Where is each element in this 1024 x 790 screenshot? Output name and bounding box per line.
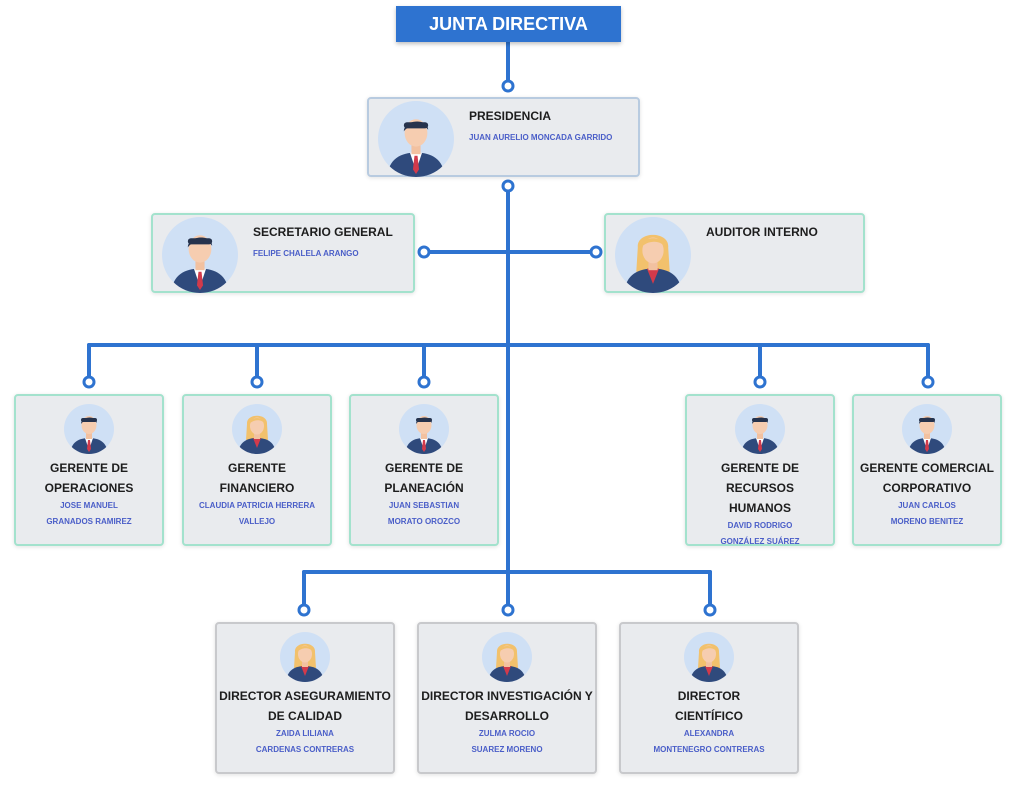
manager-card-finance: GERENTE FINANCIERO CLAUDIA PATRICIA HERRE… bbox=[182, 394, 332, 546]
director-title-line2: DE CALIDAD bbox=[268, 709, 342, 723]
secretary-node: SECRETARIO GENERAL FELIPE CHALELA ARANGO bbox=[151, 213, 415, 293]
man-avatar-icon bbox=[162, 217, 238, 293]
director-title-line2: CIENTÍFICO bbox=[675, 709, 743, 723]
manager-card-operations: GERENTE DE OPERACIONES JOSE MANUEL GRANADO… bbox=[14, 394, 164, 546]
man-avatar-icon bbox=[735, 404, 785, 454]
woman-avatar-icon bbox=[482, 632, 532, 682]
woman-avatar-icon bbox=[615, 217, 691, 293]
manager-name-line2: GONZÁLEZ SUÁREZ bbox=[720, 537, 800, 546]
director-card-scientific: DIRECTOR CIENTÍFICO ALEXANDRA MONTENEGRO C… bbox=[619, 622, 799, 774]
auditor-title: AUDITOR INTERNO bbox=[706, 225, 818, 239]
manager-name-line1: JUAN SEBASTIAN bbox=[388, 501, 460, 510]
man-avatar-icon bbox=[64, 404, 114, 454]
manager-card-planning: GERENTE DE PLANEACIÓN JUAN SEBASTIAN MORAT… bbox=[349, 394, 499, 546]
manager-title-line2: PLANEACIÓN bbox=[384, 481, 464, 495]
manager-title-line2: CORPORATIVO bbox=[882, 481, 972, 495]
director-title-line2: DESARROLLO bbox=[465, 709, 549, 723]
manager-title-line1: GERENTE COMERCIAL bbox=[859, 461, 994, 475]
manager-title-line2: OPERACIONES bbox=[44, 481, 134, 495]
manager-title-line1: GERENTE bbox=[227, 461, 286, 475]
presidency-node: PRESIDENCIA JUAN AURELIO MONCADA GARRIDO bbox=[367, 97, 640, 177]
director-title-line1: DIRECTOR ASEGURAMIENTO bbox=[219, 689, 391, 703]
manager-title-line1: GERENTE DE RECURSOS bbox=[720, 461, 799, 495]
presidency-title: PRESIDENCIA bbox=[469, 109, 552, 123]
manager-name-line2: MORENO BENITEZ bbox=[890, 517, 964, 526]
manager-title-line2: FINANCIERO bbox=[219, 481, 295, 495]
director-name-line1: ZULMA ROCIO bbox=[478, 729, 536, 738]
secretary-title: SECRETARIO GENERAL bbox=[253, 225, 393, 239]
woman-avatar-icon bbox=[684, 632, 734, 682]
manager-name-line1: DAVID RODRIGO bbox=[727, 521, 793, 530]
director-name-line2: CARDENAS CONTRERAS bbox=[255, 745, 355, 754]
manager-name-line2: MORATO OROZCO bbox=[387, 517, 461, 526]
woman-avatar-icon bbox=[280, 632, 330, 682]
manager-name-line1: CLAUDIA PATRICIA HERRERA bbox=[199, 501, 315, 510]
director-card-research: DIRECTOR INVESTIGACIÓN Y DESARROLLO ZULMA… bbox=[417, 622, 597, 774]
manager-name-line2: VALLEJO bbox=[238, 517, 276, 526]
man-avatar-icon bbox=[902, 404, 952, 454]
manager-name-line2: GRANADOS RAMIREZ bbox=[46, 517, 132, 526]
director-name-line2: MONTENEGRO CONTRERAS bbox=[653, 745, 765, 754]
manager-card-hr: GERENTE DE RECURSOS HUMANOS DAVID RODRIGO… bbox=[685, 394, 835, 546]
manager-title-line1: GERENTE DE bbox=[384, 461, 463, 475]
man-avatar-icon bbox=[399, 404, 449, 454]
director-title-line1: DIRECTOR bbox=[677, 689, 741, 703]
manager-title-line1: GERENTE DE bbox=[49, 461, 128, 475]
manager-name-line1: JOSE MANUEL bbox=[60, 501, 118, 510]
manager-title-line2: HUMANOS bbox=[729, 501, 791, 515]
presidency-name: JUAN AURELIO MONCADA GARRIDO bbox=[469, 133, 613, 142]
director-name-line1: ALEXANDRA bbox=[683, 729, 735, 738]
manager-name-line1: JUAN CARLOS bbox=[898, 501, 956, 510]
manager-card-commercial: GERENTE COMERCIAL CORPORATIVO JUAN CARLOS… bbox=[852, 394, 1002, 546]
director-title-line1: DIRECTOR INVESTIGACIÓN Y bbox=[421, 689, 593, 703]
director-card-quality: DIRECTOR ASEGURAMIENTO DE CALIDAD ZAIDA L… bbox=[215, 622, 395, 774]
director-name-line1: ZAIDA LILIANA bbox=[276, 729, 334, 738]
director-name-line2: SUAREZ MORENO bbox=[471, 745, 543, 754]
auditor-node: AUDITOR INTERNO bbox=[604, 213, 865, 293]
secretary-name: FELIPE CHALELA ARANGO bbox=[253, 249, 359, 258]
woman-avatar-icon bbox=[232, 404, 282, 454]
board-title: JUNTA DIRECTIVA bbox=[396, 6, 621, 42]
man-avatar-icon bbox=[378, 101, 454, 177]
